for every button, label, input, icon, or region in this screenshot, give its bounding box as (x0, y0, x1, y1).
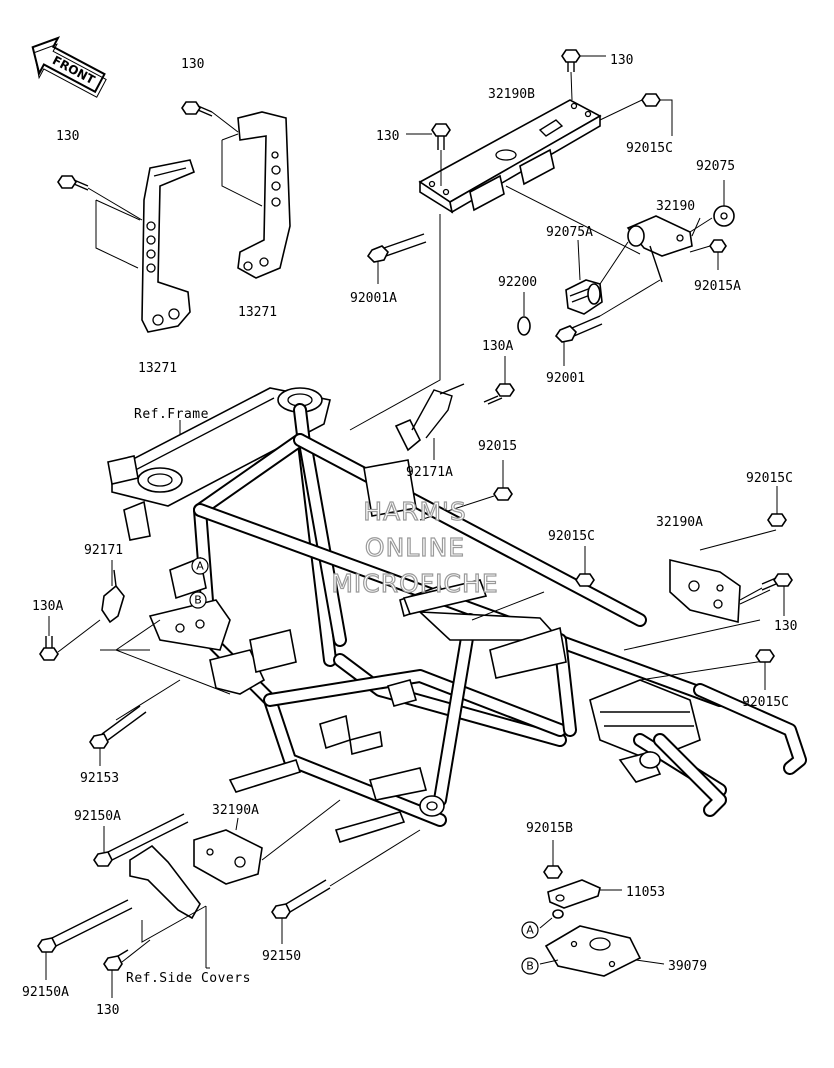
label-ref-frame: Ref.Frame (134, 407, 209, 422)
watermark-line-1: HARM'S (363, 497, 467, 526)
label-92015C-top: 92015C (626, 141, 673, 156)
label-130A-left: 130A (32, 599, 63, 614)
label-130-bottom: 130 (96, 1003, 119, 1018)
label-92015C-lower: 92015C (742, 695, 789, 710)
callout-a-label: A (196, 560, 204, 573)
label-92150A-lower: 92150A (22, 985, 69, 1000)
mount-32190 (626, 215, 693, 283)
label-92075A: 92075A (546, 225, 593, 240)
label-32190A-bottom: 32190A (212, 803, 259, 818)
callout-b-frame: B (189, 591, 207, 609)
clip-92171 (101, 569, 125, 624)
washer-92200 (517, 316, 531, 336)
label-32190B: 32190B (488, 87, 535, 102)
plate-32190B (418, 99, 602, 214)
label-32190A-right: 32190A (656, 515, 703, 530)
watermark: HARM'S ONLINE MICROFICHE (331, 496, 498, 598)
bushing-92075A (565, 279, 603, 315)
bolt-130-left-bracket (57, 175, 89, 191)
bolt-92150 (271, 879, 331, 919)
label-92015A: 92015A (694, 279, 741, 294)
label-92200: 92200 (498, 275, 537, 290)
label-32190: 32190 (656, 199, 695, 214)
label-92015C-right: 92015C (746, 471, 793, 486)
callout-b-label: B (194, 594, 202, 607)
bolt-130A-left (39, 636, 59, 661)
callout-a-detail-label: A (526, 924, 534, 937)
label-92001A: 92001A (350, 291, 397, 306)
footrest-bracket-left (129, 844, 201, 920)
label-11053: 11053 (626, 885, 665, 900)
label-130-bracket-left: 130 (56, 129, 79, 144)
label-92171A: 92171A (406, 465, 453, 480)
label-92150: 92150 (262, 949, 301, 964)
label-13271-left: 13271 (138, 361, 177, 376)
bolt-130-bottom (103, 949, 129, 971)
label-39079: 39079 (668, 959, 707, 974)
bolt-130-upper (431, 123, 451, 150)
label-ref-side-covers: Ref.Side Covers (126, 971, 251, 986)
bracket-32190A-right (669, 558, 741, 624)
label-92015C-mid: 92015C (548, 529, 595, 544)
callout-a-frame: A (191, 557, 209, 575)
bolt-130A-mid (483, 383, 515, 405)
label-13271-right: 13271 (238, 305, 277, 320)
front-arrow-icon: FRONT (31, 36, 107, 98)
label-130A-mid: 130A (482, 339, 513, 354)
nut-92015B (543, 865, 563, 879)
nut-92015A (709, 239, 727, 253)
label-92171: 92171 (84, 543, 123, 558)
nut-92015C-mid (575, 573, 595, 587)
label-92001: 92001 (546, 371, 585, 386)
washer-92075 (713, 205, 735, 227)
label-92153: 92153 (80, 771, 119, 786)
bracket-32190A-bottom (193, 829, 263, 885)
bolt-130-top (561, 49, 581, 72)
bolt-130-right (761, 573, 793, 591)
nut-92015 (493, 487, 513, 501)
bolt-92001 (554, 315, 603, 343)
label-130-upper: 130 (376, 129, 399, 144)
nut-92015C-lower (755, 649, 775, 663)
label-130-bracket-right: 130 (181, 57, 204, 72)
clip-11053 (547, 879, 601, 909)
label-92150A-upper: 92150A (74, 809, 121, 824)
callout-a-detail: A (521, 921, 539, 939)
nut-92015C-top (641, 93, 661, 107)
plate-39079 (544, 925, 642, 977)
nut-92015C-right (767, 513, 787, 527)
watermark-line-2: ONLINE (365, 533, 465, 562)
bolt-92001A (366, 233, 427, 263)
label-130-top: 130 (610, 53, 633, 68)
clip-92171A (394, 383, 465, 452)
main-frame (107, 387, 807, 843)
bolt-92150A-upper (93, 813, 189, 867)
bracket-13271-right (237, 111, 291, 279)
bracket-13271-left (141, 159, 195, 333)
label-92015: 92015 (478, 439, 517, 454)
watermark-line-3: MICROFICHE (331, 569, 498, 598)
label-130-right: 130 (774, 619, 797, 634)
ring-a-small (552, 909, 564, 919)
bolt-130-right-bracket (181, 101, 213, 117)
bolt-92153 (89, 705, 147, 749)
bolt-92150A-lower (37, 899, 133, 953)
callout-b-detail: B (521, 957, 539, 975)
label-92015B: 92015B (526, 821, 573, 836)
callout-b-detail-label: B (526, 960, 534, 973)
label-92075: 92075 (696, 159, 735, 174)
